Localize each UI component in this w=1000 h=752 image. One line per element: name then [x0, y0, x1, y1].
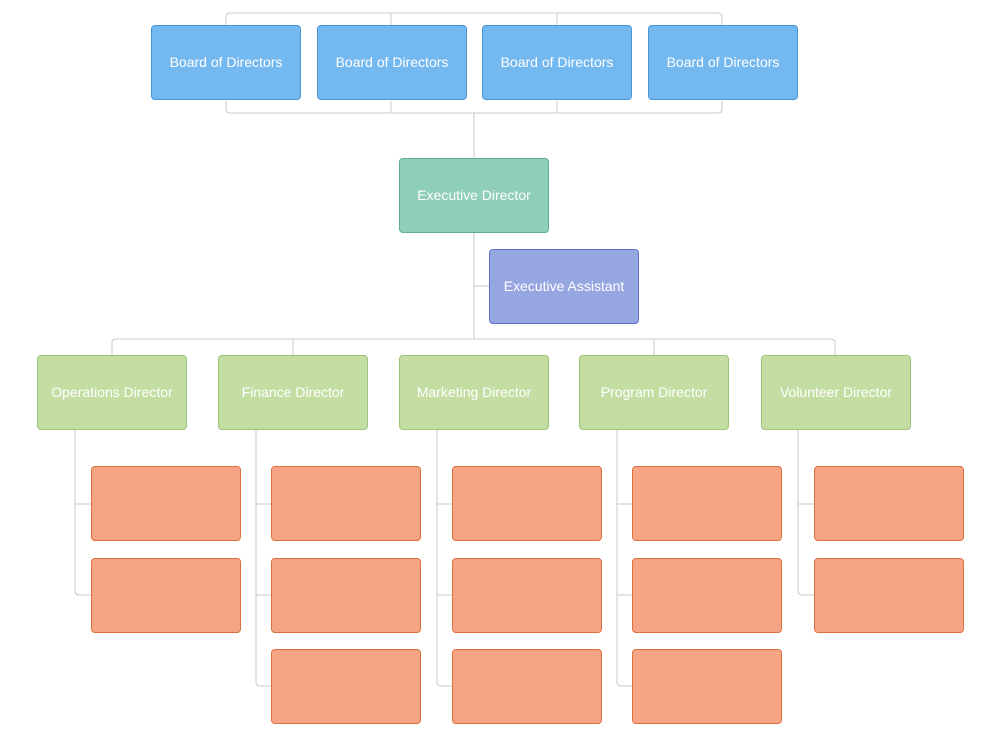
director-label: Finance Director [241, 384, 345, 401]
board-top-connector [225, 12, 723, 25]
executive-assistant-box[interactable]: Executive Assistant [489, 249, 639, 324]
operations-staff-box[interactable] [91, 466, 241, 541]
finance-staff-box[interactable] [271, 466, 421, 541]
program-staff-box[interactable] [632, 649, 782, 724]
director-label: Marketing Director [416, 384, 532, 401]
finance-staff-box[interactable] [271, 649, 421, 724]
board-member-box[interactable]: Board of Directors [648, 25, 798, 100]
board-member-label: Board of Directors [335, 54, 449, 71]
executive-director-box[interactable]: Executive Director [399, 158, 549, 233]
finance-director-box[interactable]: Finance Director [218, 355, 368, 430]
marketing-staff-box[interactable] [452, 558, 602, 633]
board-member-label: Board of Directors [666, 54, 780, 71]
finance-staff-box[interactable] [271, 558, 421, 633]
program-director-box[interactable]: Program Director [579, 355, 729, 430]
volunteer-staff-box[interactable] [814, 558, 964, 633]
executive-director-label: Executive Director [417, 187, 531, 204]
board-bottom-connector [225, 101, 723, 114]
volunteer-staff-box[interactable] [814, 466, 964, 541]
marketing-director-box[interactable]: Marketing Director [399, 355, 549, 430]
marketing-staff-box[interactable] [452, 649, 602, 724]
director-label: Operations Director [51, 384, 173, 401]
operations-staff-box[interactable] [91, 558, 241, 633]
director-label: Program Director [600, 384, 708, 401]
program-staff-box[interactable] [632, 466, 782, 541]
board-member-box[interactable]: Board of Directors [151, 25, 301, 100]
board-member-label: Board of Directors [169, 54, 283, 71]
board-member-label: Board of Directors [500, 54, 614, 71]
marketing-staff-box[interactable] [452, 466, 602, 541]
ops-staff-connector [74, 430, 91, 596]
program-staff-box[interactable] [632, 558, 782, 633]
volunteer-director-box[interactable]: Volunteer Director [761, 355, 911, 430]
executive-assistant-label: Executive Assistant [503, 278, 625, 295]
program-staff-connector [616, 430, 632, 687]
directors-connector [111, 338, 836, 355]
marketing-staff-connector [436, 430, 452, 687]
board-member-box[interactable]: Board of Directors [317, 25, 467, 100]
volunteer-staff-connector [797, 430, 814, 596]
operations-director-box[interactable]: Operations Director [37, 355, 187, 430]
director-label: Volunteer Director [779, 384, 893, 401]
finance-staff-connector [255, 430, 271, 687]
board-member-box[interactable]: Board of Directors [482, 25, 632, 100]
